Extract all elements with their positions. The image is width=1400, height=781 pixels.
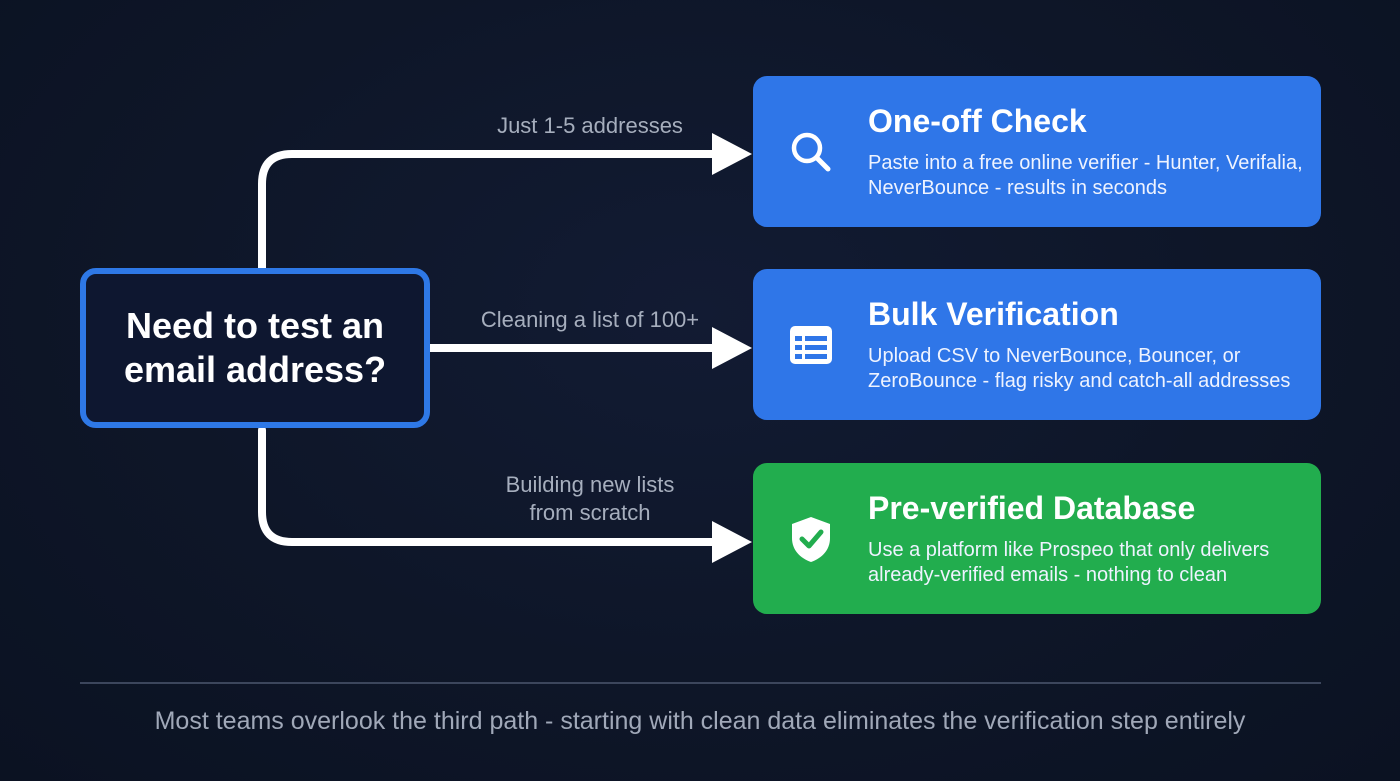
arrowhead-bottom	[712, 521, 752, 563]
edge-label-pre-verified: Building new lists from scratch	[505, 472, 675, 525]
option-card-pre-verified-database: Pre-verified Database Use a platform lik…	[753, 463, 1321, 614]
option-description: Upload CSV to NeverBounce, Bouncer, or Z…	[868, 345, 1291, 392]
connector-bottom	[258, 426, 718, 546]
search-icon	[791, 132, 831, 172]
arrowhead-middle	[712, 327, 752, 369]
edge-label-one-off: Just 1-5 addresses	[497, 113, 683, 138]
start-question: Need to test an email address?	[123, 305, 387, 390]
table-icon	[790, 326, 832, 364]
edge-label-bulk: Cleaning a list of 100+	[480, 307, 700, 332]
option-card-bulk-verification: Bulk Verification Upload CSV to NeverBou…	[753, 269, 1321, 420]
option-card-one-off-check: One-off Check Paste into a free online v…	[753, 76, 1321, 227]
start-node: Need to test an email address?	[80, 268, 430, 428]
connector-top	[258, 150, 718, 272]
footer-note: Most teams overlook the third path - sta…	[154, 707, 1246, 735]
arrowhead-top	[712, 133, 752, 175]
option-title: One-off Check	[868, 103, 1087, 139]
shield-check-icon	[792, 517, 830, 562]
footer-divider	[80, 682, 1321, 684]
option-title: Pre-verified Database	[868, 490, 1196, 526]
option-description: Use a platform like Prospeo that only de…	[868, 539, 1270, 586]
option-description: Paste into a free online verifier - Hunt…	[868, 152, 1303, 199]
option-title: Bulk Verification	[868, 296, 1119, 332]
